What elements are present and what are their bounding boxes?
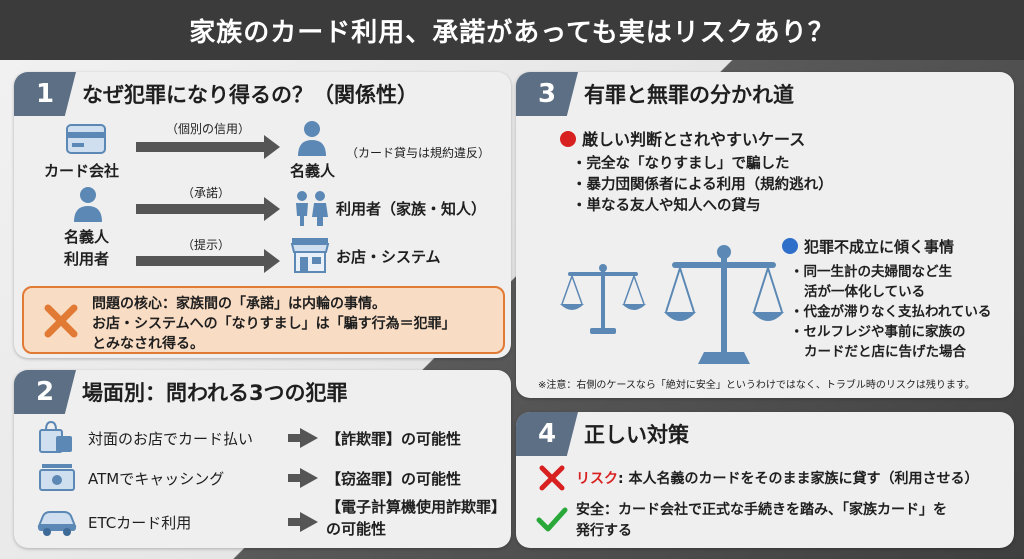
scale-large-icon [664, 245, 784, 364]
page-title: 家族のカード利用、承諾があっても実はリスクあり？ [0, 0, 1024, 60]
arrow-icon [288, 468, 318, 488]
panel-scenes: 2 場面別：問われる3つの犯罪 対面のお店でカード払い 【詐欺罪】の可能性 AT… [14, 370, 511, 548]
panel-number: 4 [516, 412, 578, 456]
arrow-icon [288, 512, 318, 532]
panel-guilty-innocent: 3 有罪と無罪の分かれ道 厳しい判断とされやすいケース ・完全な「なりすまし」で… [516, 72, 1014, 398]
scene-label: ETCカード利用 [88, 514, 192, 532]
shop-label: お店・システム [336, 248, 441, 266]
risk-text: : 本人名義のカードをそのまま家族に貸す（利用させる） [618, 471, 979, 487]
severe-heading-text: 厳しい判断とされやすいケース [582, 130, 806, 149]
list-item: 活が一体化している [804, 284, 926, 300]
risk-label: リスク [576, 471, 618, 487]
holder-label: 名義人 [290, 162, 336, 180]
crime-label: 【電子計算機使用詐欺罪】 [326, 498, 507, 516]
panel-4-header: 4 正しい対策 [516, 412, 689, 456]
core-issue-box: 問題の核心：家族間の「承諾」は内輪の事情。 お店・システムへの「なりすまし」は「… [22, 286, 505, 354]
lending-note: （カード貸与は規約違反） [346, 146, 491, 160]
arrow-credit [136, 135, 280, 159]
panel-1-header: 1 なぜ犯罪になり得るの？（関係性） [14, 72, 418, 116]
holder-user-label-1: 名義人 [64, 228, 110, 246]
blue-dot-icon [782, 238, 798, 254]
list-item: ・完全な「なりすまし」で騙した [572, 156, 790, 172]
panel-number: 3 [516, 72, 578, 116]
core-line: とみなされ得る。 [92, 336, 204, 352]
consent-label: （承諾） [182, 186, 231, 200]
severe-heading: 厳しい判断とされやすいケース [560, 126, 805, 150]
core-line: 問題の核心：家族間の「承諾」は内輪の事情。 [92, 296, 386, 312]
holder-user-label-2: 利用者 [64, 250, 110, 268]
person-icon [74, 187, 102, 222]
family-icon [296, 191, 328, 226]
panel-countermeasure: 4 正しい対策 リスク: 本人名義のカードをそのまま家族に貸す（利用させる） 安… [516, 412, 1014, 548]
red-dot-icon [560, 131, 576, 147]
list-item: ・暴力団関係者による利用（規約逃れ） [572, 177, 833, 193]
cross-icon [44, 304, 78, 338]
safe-line: 安全：カード会社で正式な手続きを踏み、「家族カード」を [576, 502, 947, 518]
scene-label: ATMでキャッシング [88, 470, 225, 488]
caution-note: ※注意：右側のケースなら「絶対に安全」というわけではなく、トラブル時のリスクは残… [538, 380, 975, 391]
crime-label: の可能性 [326, 520, 387, 538]
car-icon [37, 511, 77, 536]
scene-label: 対面のお店でカード払い [88, 430, 254, 448]
lenient-list: ・同一生計の夫婦間など生 活が一体化している ・代金が滞りなく支払われている ・… [790, 262, 991, 362]
safe-line: 発行する [576, 523, 632, 539]
lenient-heading-text: 犯罪不成立に傾く事情 [804, 238, 955, 256]
panel-number: 1 [14, 72, 76, 116]
credit-label: （個別の信用） [166, 122, 251, 136]
panel-number: 2 [14, 370, 76, 414]
risk-row: リスク: 本人名義のカードをそのまま家族に貸す（利用させる） [576, 468, 978, 488]
panel-title: なぜ犯罪になり得るの？（関係性） [82, 83, 418, 107]
present-label: （提示） [182, 238, 231, 252]
panel-title: 正しい対策 [584, 423, 689, 447]
arrow-present [136, 249, 280, 273]
shopping-bag-icon [39, 420, 72, 453]
panel-title: 場面別：問われる3つの犯罪 [82, 381, 348, 405]
core-issue-text: 問題の核心：家族間の「承諾」は内輪の事情。 お店・システムへの「なりすまし」は「… [92, 294, 456, 354]
person-icon [298, 121, 326, 156]
crime-label: 【詐欺罪】の可能性 [326, 430, 462, 448]
safe-row: 安全：カード会社で正式な手続きを踏み、「家族カード」を 発行する [576, 500, 947, 542]
list-item: ・代金が滞りなく支払われている [790, 304, 992, 320]
lenient-heading: 犯罪不成立に傾く事情 [782, 236, 954, 257]
panel-3-header: 3 有罪と無罪の分かれ道 [516, 72, 794, 116]
crime-label: 【窃盗罪】の可能性 [326, 470, 462, 488]
list-item: ・同一生計の夫婦間など生 [790, 264, 952, 280]
scale-small-icon [560, 264, 646, 334]
list-item: ・単なる友人や知人への貸与 [572, 198, 761, 214]
arrow-consent [136, 197, 280, 221]
card-company-label: カード会社 [44, 162, 120, 180]
list-item: ・セルフレジや事前に家族の [790, 324, 966, 340]
panel-title: 有罪と無罪の分かれ道 [584, 83, 794, 107]
cash-icon [39, 464, 75, 491]
arrow-icon [288, 428, 318, 448]
user-label: 利用者（家族・知人） [336, 200, 487, 218]
credit-card-icon [66, 124, 106, 154]
core-line: お店・システムへの「なりすまし」は「騙す行為＝犯罪」 [92, 316, 456, 332]
list-item: カードだと店に告げた場合 [804, 344, 966, 360]
red-cross-icon [539, 465, 565, 491]
shop-icon [290, 238, 330, 273]
severe-list: ・完全な「なりすまし」で騙した ・暴力団関係者による利用（規約逃れ） ・単なる友… [572, 154, 833, 217]
check-icon [536, 507, 568, 532]
panel-2-header: 2 場面別：問われる3つの犯罪 [14, 370, 348, 414]
